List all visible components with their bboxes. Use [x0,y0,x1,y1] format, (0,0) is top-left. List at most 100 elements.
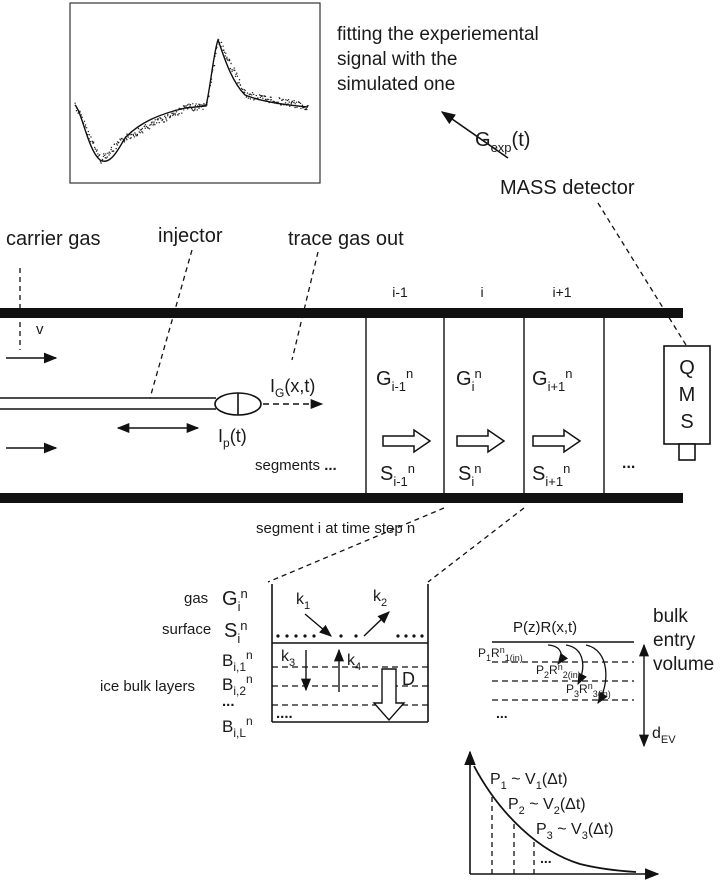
signal-point [109,152,111,154]
surface-dot [303,634,307,638]
signal-point [116,141,119,143]
signal-point [268,98,270,101]
more-segments-ellipsis: ... [622,455,635,472]
signal-point [139,132,141,134]
surface-dot [339,634,343,638]
signal-point [227,58,229,60]
signal-point [163,121,165,123]
entry-arrow-1 [547,644,569,665]
surface-dot [354,634,358,638]
signal-point [106,156,109,158]
signal-point [231,70,233,73]
signal-point [291,101,293,103]
entry-arrow-3 [585,644,608,704]
surface-dot [420,634,424,638]
signal-point [189,105,191,107]
diffusion-label: D [402,669,415,689]
trace-leader [291,251,319,361]
signal-point [227,59,229,62]
surface-dot [396,634,400,638]
signal-point [80,114,83,116]
surface-dot [285,634,289,638]
signal-point [192,103,194,105]
zoom-leader-right [427,507,525,583]
ice-label: ice bulk layers [100,678,195,695]
signal-point [259,94,261,97]
signal-point [305,107,307,110]
signal-point [172,112,174,114]
signal-point [90,140,92,143]
surface-dot [276,634,280,638]
signal-point [270,99,272,101]
signal-point [160,117,162,120]
signal-point [183,109,185,111]
b2-label: Bi,2n [222,672,253,698]
signal-point [138,131,140,133]
signal-point [101,158,104,161]
signal-point [174,114,177,116]
signal-point [195,103,197,105]
qms-detector-icon: Q M S [663,345,711,461]
signal-point [289,105,291,107]
signal-point [231,69,233,71]
signal-point [228,59,231,62]
signal-point [140,129,143,131]
signal-point [175,111,178,113]
signal-point [282,98,284,101]
signal-point [266,99,268,101]
signal-point [306,108,308,111]
ig-label: IG(x,t) [270,376,315,400]
signal-point [148,128,151,130]
signal-point [152,124,154,126]
signal-point [157,119,159,121]
signal-point [249,93,252,95]
signal-point [110,148,112,151]
signal-point [167,115,169,117]
signal-point [189,104,192,106]
signal-point [237,82,239,84]
signal-point [177,114,179,116]
signal-point [191,109,194,111]
signal-point [244,89,246,92]
signal-point [108,154,110,156]
signal-point [135,133,137,135]
segment-dividers [365,318,605,493]
col-head-im1: i-1 [392,284,408,300]
signal-point [301,104,304,106]
col-head-i: i [480,284,483,300]
g-i-label: Gin [456,366,482,394]
signal-point [154,124,156,126]
signal-point [262,95,264,97]
signal-point [235,73,237,76]
signal-point [264,98,267,101]
signal-point [103,153,105,155]
signal-point [238,79,241,81]
p2r-label: P2Rn2(in) [536,662,581,680]
signal-point [127,136,129,138]
signal-point [115,147,117,150]
block-arrow-icon [456,428,506,454]
signal-point [126,139,128,141]
signal-point [229,67,232,70]
signal-point [194,108,196,110]
pz-label: P(z)R(x,t) [513,619,577,636]
signal-point [75,110,78,112]
g-ip1-label: Gi+1n [532,366,573,394]
signal-point [200,104,202,106]
signal-plot [69,2,321,184]
signal-point [139,129,141,131]
signal-point [100,162,102,164]
signal-point [299,102,302,105]
bulk-title: bulk entry volume [653,606,714,675]
signal-point [144,124,147,126]
signal-point [108,151,111,153]
signal-point [288,101,290,103]
injector-tube [0,397,216,410]
signal-point [96,149,98,151]
plot-frame [69,2,321,184]
signal-point [233,67,235,69]
signal-point [95,150,98,152]
signal-point [187,108,189,110]
signal-point [249,98,252,100]
